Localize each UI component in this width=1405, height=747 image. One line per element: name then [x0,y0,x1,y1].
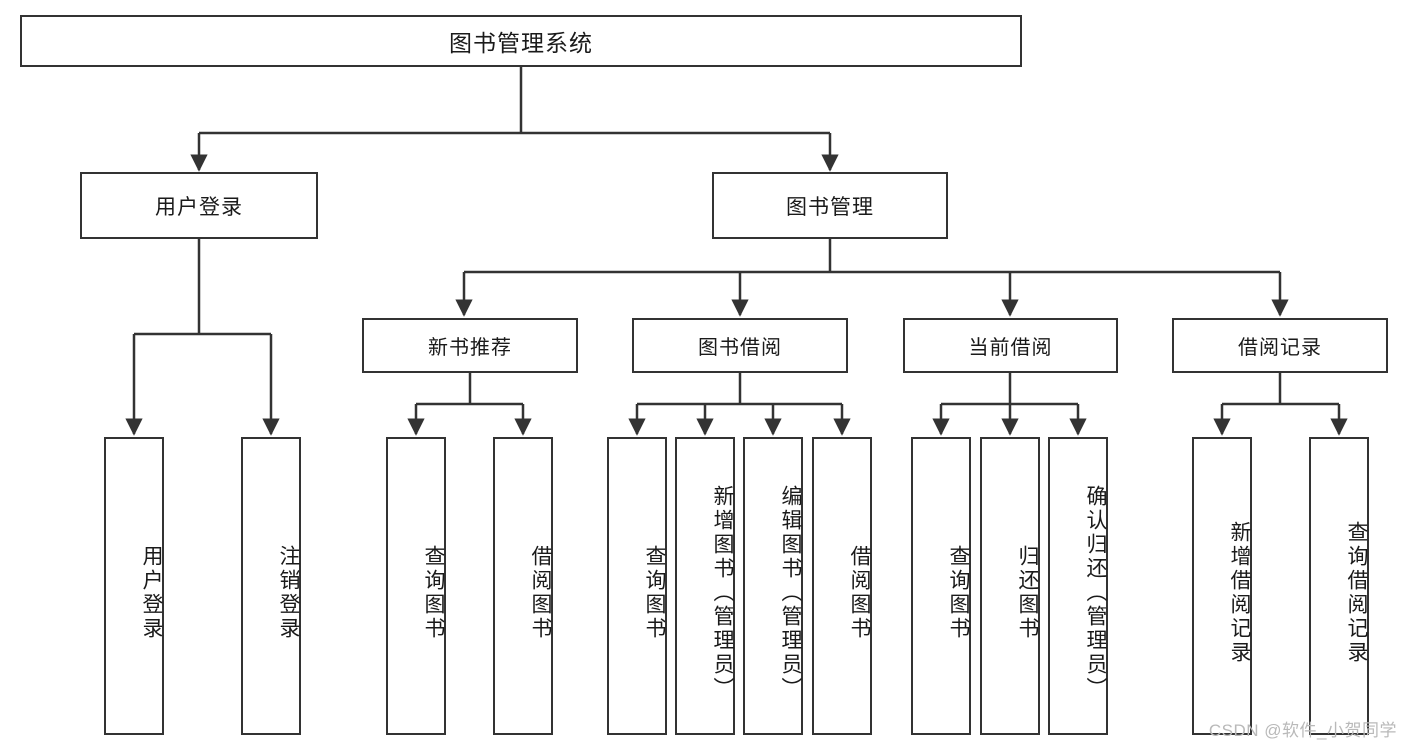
node-leaf-borrow-book[interactable]: 借阅图书 [812,437,872,735]
node-root[interactable]: 图书管理系统 [20,15,1022,67]
node-leaf-logout[interactable]: 注销登录 [241,437,301,735]
node-leaf-query-book-recommend[interactable]: 查询图书 [386,437,446,735]
node-leaf-add-book-admin[interactable]: 新增图书（管理员） [675,437,735,735]
node-sub-current-borrow[interactable]: 当前借阅 [903,318,1118,373]
node-leaf-borrow-book-recommend[interactable]: 借阅图书 [493,437,553,735]
node-branch-user-login[interactable]: 用户登录 [80,172,318,239]
node-leaf-user-login[interactable]: 用户登录 [104,437,164,735]
node-sub-new-book-recommend[interactable]: 新书推荐 [362,318,578,373]
node-sub-book-borrow[interactable]: 图书借阅 [632,318,848,373]
node-leaf-edit-book-admin[interactable]: 编辑图书（管理员） [743,437,803,735]
node-leaf-add-borrow-record[interactable]: 新增借阅记录 [1192,437,1252,735]
node-leaf-query-borrow-record[interactable]: 查询借阅记录 [1309,437,1369,735]
node-leaf-query-book-borrow[interactable]: 查询图书 [607,437,667,735]
node-leaf-query-book-current[interactable]: 查询图书 [911,437,971,735]
node-sub-borrow-record[interactable]: 借阅记录 [1172,318,1388,373]
node-branch-book-management[interactable]: 图书管理 [712,172,948,239]
node-leaf-return-book[interactable]: 归还图书 [980,437,1040,735]
csdn-watermark: CSDN @软件_小贺同学 [1208,721,1397,740]
node-leaf-confirm-return-admin[interactable]: 确认归还（管理员） [1048,437,1108,735]
